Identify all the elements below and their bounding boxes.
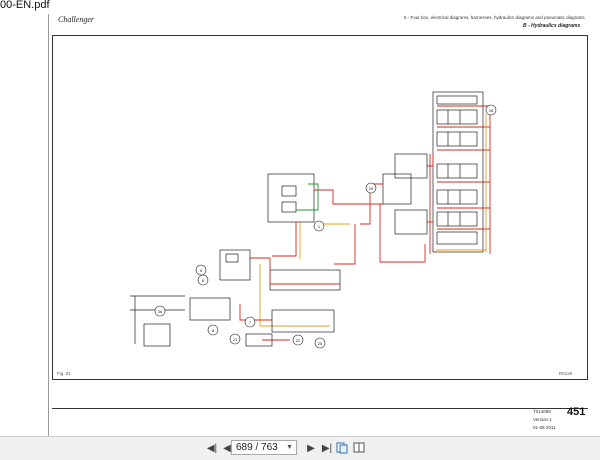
callout-25: 25 [318, 341, 323, 346]
footer-date: 01-08-2011 [533, 425, 556, 430]
callout-5: 5 [200, 268, 203, 273]
diagram-frame [52, 35, 588, 380]
callout-29: 29 [369, 186, 374, 191]
first-page-icon[interactable]: ◀| [206, 443, 218, 454]
fit-page-icon[interactable] [336, 441, 348, 454]
footer-divider [52, 408, 588, 409]
page-indicator-select[interactable]: 689 / 763 ▼ [231, 440, 297, 455]
section-title: B - Hydraulics diagrams [523, 23, 581, 29]
page-indicator: 689 / 763 [236, 442, 278, 453]
previous-page-icon[interactable]: ◀ [223, 443, 231, 454]
callout-1: 1 [318, 224, 321, 229]
center-valve [267, 153, 428, 235]
two-page-icon[interactable] [353, 441, 365, 454]
callout-21: 21 [233, 337, 238, 342]
callout-22: 22 [296, 338, 301, 343]
pdf-page-view[interactable]: Challenger 5 - Four box, electrical diag… [0, 14, 600, 436]
file-name: 00-EN.pdf [0, 0, 50, 11]
lower-circuits [130, 249, 341, 347]
footer-version: Version 1 [533, 417, 552, 422]
page-edge [48, 14, 49, 436]
figure-code: R01x9 [559, 371, 573, 376]
header-line: 5 - Four box, electrical diagrams, harne… [404, 15, 585, 20]
valve-bank [432, 91, 484, 253]
page-number: 451 [567, 406, 586, 418]
figure-reference: Fig. 01 [57, 371, 71, 376]
callout-7: 7 [249, 320, 252, 325]
chevron-down-icon: ▼ [286, 444, 293, 451]
callout-8: 8 [212, 328, 215, 333]
window-titlebar: 00-EN.pdf [0, 0, 600, 14]
callout-markers [154, 104, 497, 349]
callout-6: 6 [202, 278, 205, 283]
last-page-icon[interactable]: ▶| [321, 443, 333, 454]
callout-28: 28 [489, 108, 494, 113]
footer-code: T014089 [533, 409, 551, 414]
next-page-icon[interactable]: ▶ [307, 443, 315, 454]
brand-logo: Challenger [58, 15, 94, 24]
callout-36: 36 [158, 309, 163, 314]
viewer-toolbar: ◀| ◀ 689 / 763 ▼ ▶ ▶| [0, 436, 600, 460]
hydraulic-schematic: 28 29 1 5 6 7 8 21 22 25 36 [130, 91, 497, 349]
